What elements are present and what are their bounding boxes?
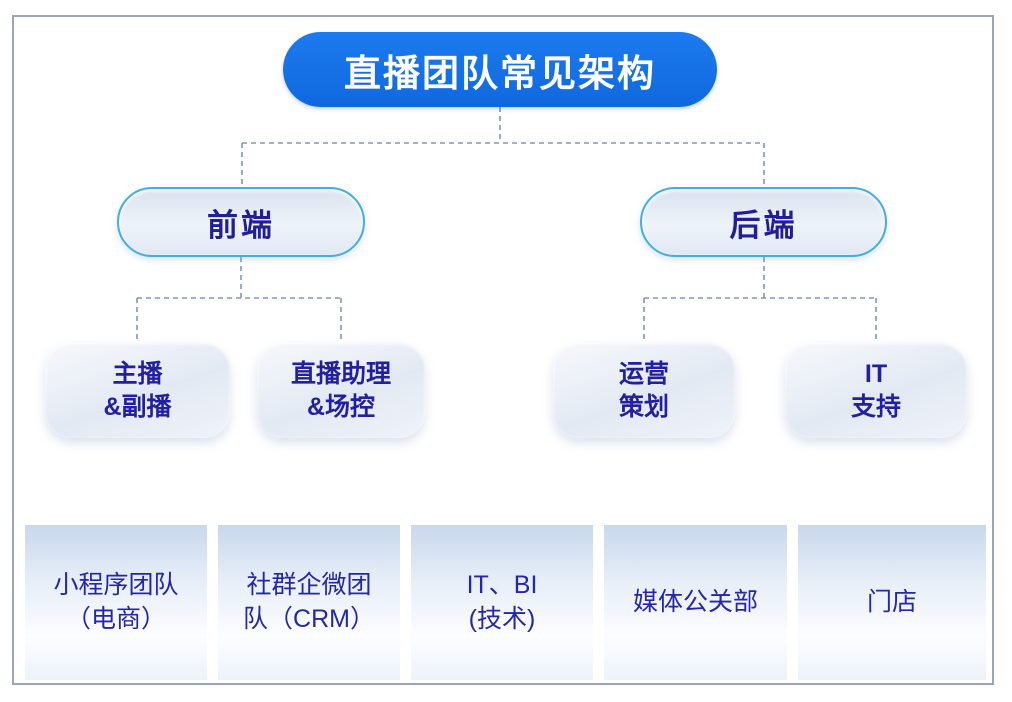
dept-node-stores-label: 门店 xyxy=(866,587,917,616)
branch-node-frontend: 前端 xyxy=(117,187,365,257)
team-node-anchor-label: 主播 &副播 xyxy=(103,360,172,421)
dept-node-miniprogram-label: 小程序团队 （电商） xyxy=(53,570,179,633)
dept-node-media-pr-label: 媒体公关部 xyxy=(632,587,758,616)
team-node-assistant: 直播助理 &场控 xyxy=(257,343,425,438)
team-node-operations-label: 运营 策划 xyxy=(618,360,669,421)
root-node: 直播团队常见架构 xyxy=(283,32,717,107)
branch-node-backend-label: 后端 xyxy=(729,207,798,243)
team-node-anchor: 主播 &副播 xyxy=(45,343,230,438)
dept-node-it-bi-tech-label: IT、BI (技术) xyxy=(466,570,538,633)
branch-node-frontend-label: 前端 xyxy=(207,207,275,243)
dept-node-media-pr: 媒体公关部 xyxy=(604,525,787,680)
dept-node-it-bi-tech: IT、BI (技术) xyxy=(411,525,593,680)
team-node-it-support: IT 支持 xyxy=(785,343,967,438)
team-node-assistant-label: 直播助理 &场控 xyxy=(290,360,391,421)
root-node-label: 直播团队常见架构 xyxy=(344,52,656,94)
team-node-it-support-label: IT 支持 xyxy=(850,360,901,421)
dept-node-miniprogram: 小程序团队 （电商） xyxy=(25,525,207,680)
dept-node-community-crm: 社群企微团 队（CRM） xyxy=(218,525,400,680)
dept-node-stores: 门店 xyxy=(798,525,986,680)
team-node-operations: 运营 策划 xyxy=(553,343,735,438)
branch-node-backend: 后端 xyxy=(640,187,887,257)
dept-node-community-crm-label: 社群企微团 队（CRM） xyxy=(243,570,375,633)
